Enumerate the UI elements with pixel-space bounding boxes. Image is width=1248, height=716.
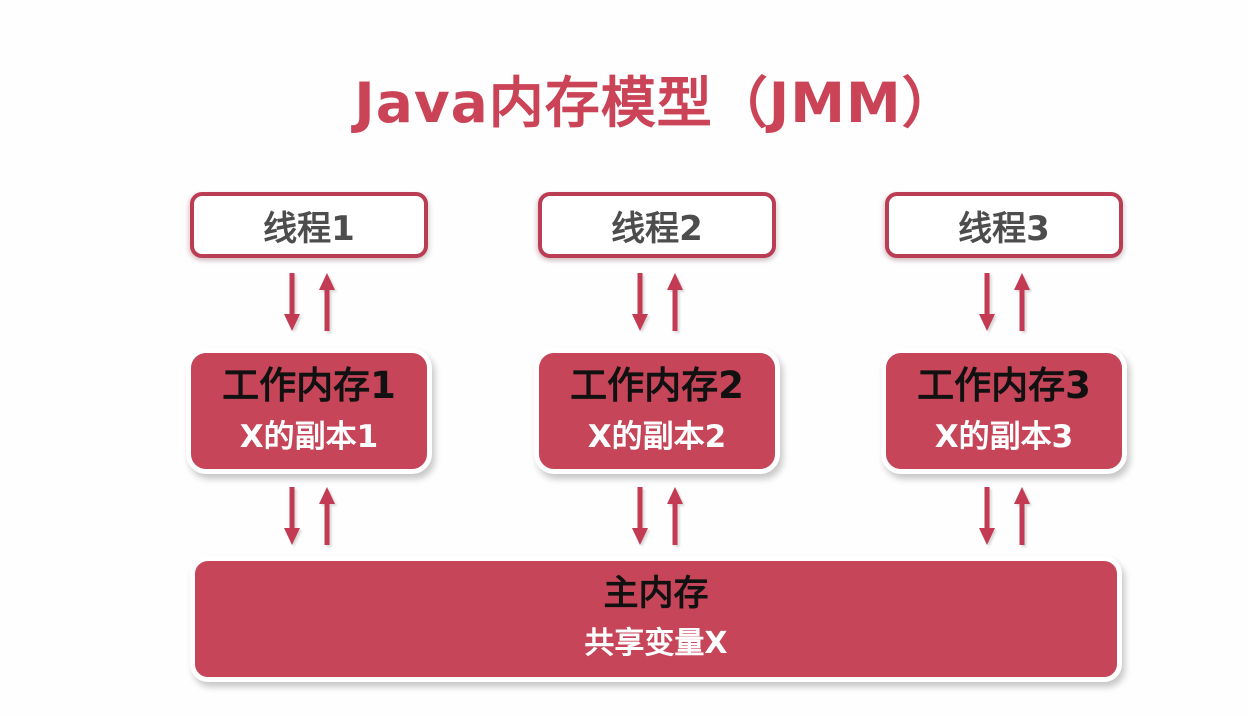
up-arrow-icon — [1013, 273, 1030, 331]
variable-copy-label: X的副本3 — [934, 419, 1074, 455]
down-arrow-icon — [978, 273, 995, 331]
work-memory-label: 工作内存1 — [222, 364, 396, 407]
thread-box-3: 线程3 — [885, 192, 1123, 258]
down-arrow-icon — [978, 487, 995, 545]
thread-workmem-arrows-3 — [885, 272, 1123, 332]
thread-label: 线程3 — [958, 208, 1050, 249]
up-arrow-icon — [666, 273, 683, 331]
workmem-mainmem-arrows-2 — [538, 486, 776, 546]
down-arrow-icon — [631, 273, 648, 331]
down-arrow-icon — [283, 487, 300, 545]
shared-variable-label: 共享变量X — [584, 626, 728, 661]
thread-workmem-arrows-2 — [538, 272, 776, 332]
thread-workmem-arrows-1 — [190, 272, 428, 332]
workmem-mainmem-arrows-1 — [190, 486, 428, 546]
variable-copy-label: X的副本1 — [239, 419, 379, 455]
variable-copy-label: X的副本2 — [587, 419, 727, 455]
page-title: Java内存模型（JMM） — [354, 71, 958, 135]
thread-label: 线程2 — [611, 208, 703, 249]
work-memory-label: 工作内存3 — [917, 364, 1091, 407]
up-arrow-icon — [318, 487, 335, 545]
main-memory-label: 主内存 — [603, 574, 709, 614]
thread-box-2: 线程2 — [538, 192, 776, 258]
thread-box-1: 线程1 — [190, 192, 428, 258]
workmem-mainmem-arrows-3 — [885, 486, 1123, 546]
work-memory-box-2: 工作内存2 X的副本2 — [534, 348, 780, 474]
down-arrow-icon — [631, 487, 648, 545]
up-arrow-icon — [666, 487, 683, 545]
thread-label: 线程1 — [263, 208, 355, 249]
up-arrow-icon — [1013, 487, 1030, 545]
work-memory-label: 工作内存2 — [570, 364, 744, 407]
down-arrow-icon — [283, 273, 300, 331]
main-memory-box: 主内存 共享变量X — [190, 556, 1122, 682]
work-memory-box-1: 工作内存1 X的副本1 — [186, 348, 432, 474]
work-memory-box-3: 工作内存3 X的副本3 — [881, 348, 1127, 474]
up-arrow-icon — [318, 273, 335, 331]
